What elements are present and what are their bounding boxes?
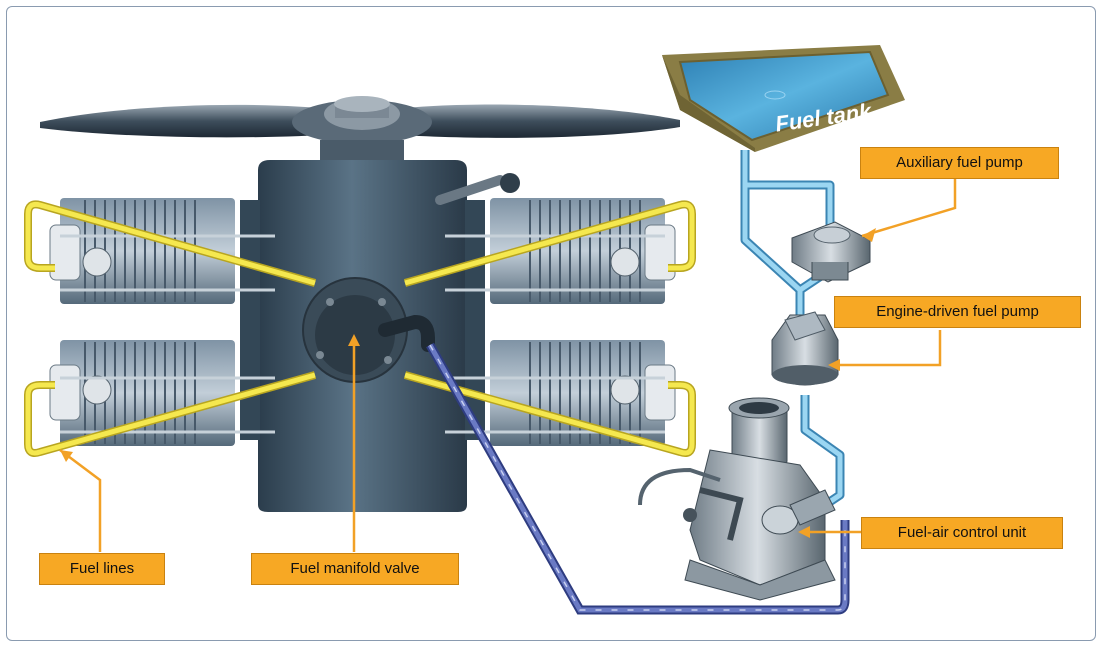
fuel-manifold-valve-label: Fuel manifold valve [251, 553, 459, 585]
metered-fuel-line [426, 342, 850, 615]
fuel-air-control-unit [638, 397, 836, 601]
fuel-tank [662, 45, 905, 152]
cylinder-lower-right [445, 340, 676, 446]
auxiliary-fuel-pump-label: Auxiliary fuel pump [860, 147, 1059, 179]
callout-leaders [59, 178, 957, 552]
fuel-air-control-unit-label: Fuel-air control unit [861, 517, 1063, 549]
engine-driven-fuel-pump [771, 311, 839, 386]
propeller [40, 96, 680, 166]
auxiliary-fuel-pump [791, 221, 871, 283]
fuel-manifold-valve [302, 277, 435, 383]
callout-arrowheads [60, 228, 876, 538]
cylinder-lower-left [49, 340, 275, 446]
fuel-lines [24, 200, 696, 457]
engine-driven-fuel-pump-label: Engine-driven fuel pump [834, 296, 1081, 328]
fuel-lines-label: Fuel lines [39, 553, 165, 585]
